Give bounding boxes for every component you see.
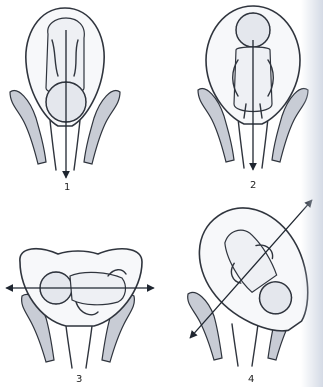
panel-1: 1 bbox=[10, 8, 120, 193]
birth-canal-right bbox=[262, 118, 268, 168]
birth-canal-left bbox=[232, 324, 238, 366]
panel-label-4: 4 bbox=[248, 374, 254, 385]
birth-canal-left bbox=[50, 120, 56, 170]
pelvis-left-bone bbox=[188, 292, 222, 360]
panel-2: 2 bbox=[198, 6, 308, 191]
panel-label-3: 3 bbox=[76, 374, 82, 385]
panel-3: 3 bbox=[6, 249, 154, 385]
birth-canal-right bbox=[74, 120, 80, 170]
birth-canal-left bbox=[66, 326, 72, 368]
panel-label-2: 2 bbox=[250, 180, 256, 191]
birth-canal-right bbox=[86, 326, 92, 368]
panel-label-1: 1 bbox=[64, 182, 70, 193]
birth-canal-left bbox=[238, 118, 244, 168]
page-edge-shadow bbox=[301, 0, 323, 387]
birth-canal-right bbox=[252, 324, 258, 366]
